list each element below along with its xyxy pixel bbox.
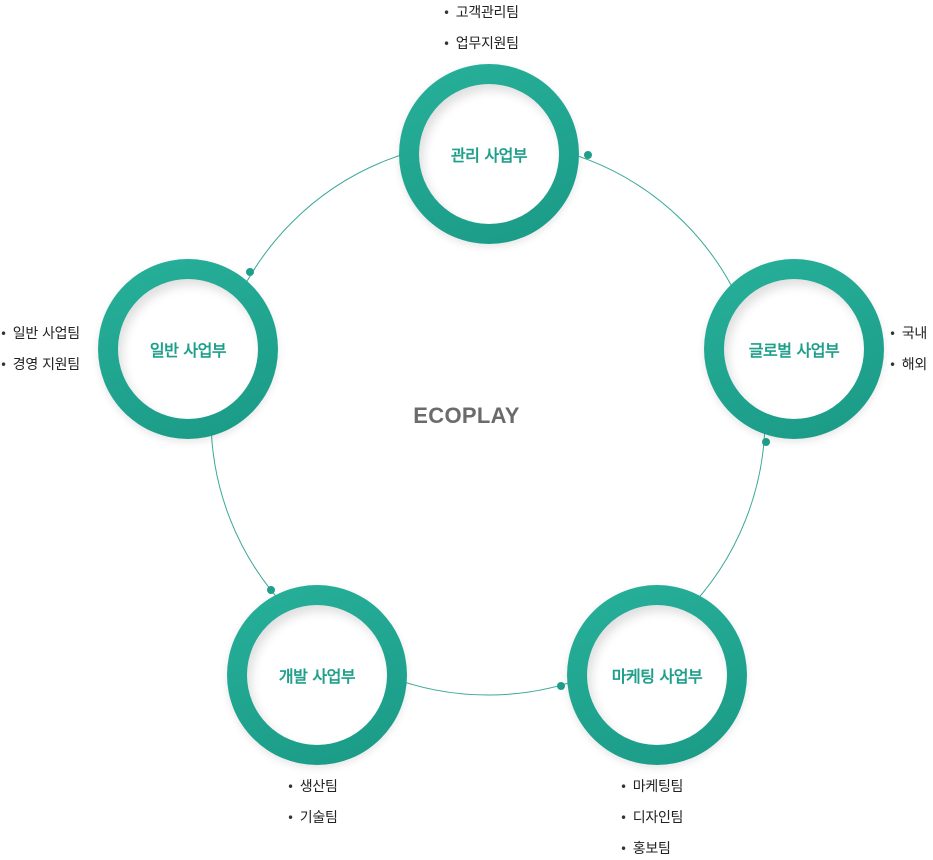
- team-item: • 국내: [889, 327, 927, 342]
- connector-dot: [584, 151, 592, 159]
- bullet-icon: •: [620, 780, 627, 794]
- team-item: • 업무지원팀: [443, 37, 519, 52]
- bullet-icon: •: [0, 327, 7, 341]
- team-item: • 디자인팀: [620, 811, 683, 826]
- division-title: 글로벌 사업부: [748, 341, 840, 360]
- team-label: 마케팅팀: [632, 779, 684, 795]
- bullet-icon: •: [443, 37, 450, 51]
- team-item: • 일반 사업팀: [0, 327, 80, 342]
- division-title: 마케팅 사업부: [611, 667, 703, 686]
- team-item: • 기술팀: [287, 811, 338, 826]
- connector-dot: [267, 586, 275, 594]
- team-label: 일반 사업팀: [12, 326, 80, 342]
- connector-dot: [762, 438, 770, 446]
- connector-dot: [557, 682, 565, 690]
- team-label: 국내: [901, 326, 927, 342]
- division-node-management[interactable]: 관리 사업부: [399, 64, 579, 244]
- team-list-marketing: • 마케팅팀 • 디자인팀 • 홍보팀: [620, 780, 683, 857]
- team-item: • 마케팅팀: [620, 780, 683, 795]
- team-item: • 경영 지원팀: [0, 358, 80, 373]
- center-title: ECOPLAY: [413, 403, 520, 428]
- division-node-inner: 마케팅 사업부: [587, 605, 727, 745]
- division-title: 관리 사업부: [450, 146, 528, 165]
- team-item: • 고객관리팀: [443, 6, 519, 21]
- division-node-general[interactable]: 일반 사업부: [98, 259, 278, 439]
- team-item: • 홍보팀: [620, 842, 683, 857]
- bullet-icon: •: [889, 358, 896, 372]
- team-label: 고객관리팀: [455, 5, 519, 21]
- division-node-inner: 개발 사업부: [247, 605, 387, 745]
- division-node-inner: 관리 사업부: [419, 84, 559, 224]
- team-list-management: • 고객관리팀 • 업무지원팀: [443, 6, 519, 52]
- division-node-marketing[interactable]: 마케팅 사업부: [567, 585, 747, 765]
- division-title: 개발 사업부: [278, 667, 356, 686]
- team-label: 디자인팀: [632, 810, 684, 826]
- division-node-global[interactable]: 글로벌 사업부: [704, 259, 884, 439]
- team-label: 경영 지원팀: [12, 357, 80, 373]
- bullet-icon: •: [287, 811, 294, 825]
- bullet-icon: •: [620, 811, 627, 825]
- bullet-icon: •: [443, 6, 450, 20]
- team-label: 해외: [901, 357, 927, 373]
- connector-dot: [246, 268, 254, 276]
- bullet-icon: •: [620, 842, 627, 856]
- division-node-development[interactable]: 개발 사업부: [227, 585, 407, 765]
- team-list-global: • 국내 • 해외: [889, 327, 927, 373]
- team-label: 홍보팀: [632, 841, 671, 857]
- team-list-general: • 일반 사업팀 • 경영 지원팀: [0, 327, 80, 373]
- division-title: 일반 사업부: [149, 341, 227, 360]
- division-node-inner: 일반 사업부: [118, 279, 258, 419]
- bullet-icon: •: [287, 780, 294, 794]
- bullet-icon: •: [0, 358, 7, 372]
- team-label: 업무지원팀: [455, 36, 519, 52]
- division-node-inner: 글로벌 사업부: [724, 279, 864, 419]
- team-item: • 해외: [889, 358, 927, 373]
- team-item: • 생산팀: [287, 780, 338, 795]
- team-label: 생산팀: [299, 779, 338, 795]
- bullet-icon: •: [889, 327, 896, 341]
- team-list-development: • 생산팀 • 기술팀: [287, 780, 338, 826]
- team-label: 기술팀: [299, 810, 338, 826]
